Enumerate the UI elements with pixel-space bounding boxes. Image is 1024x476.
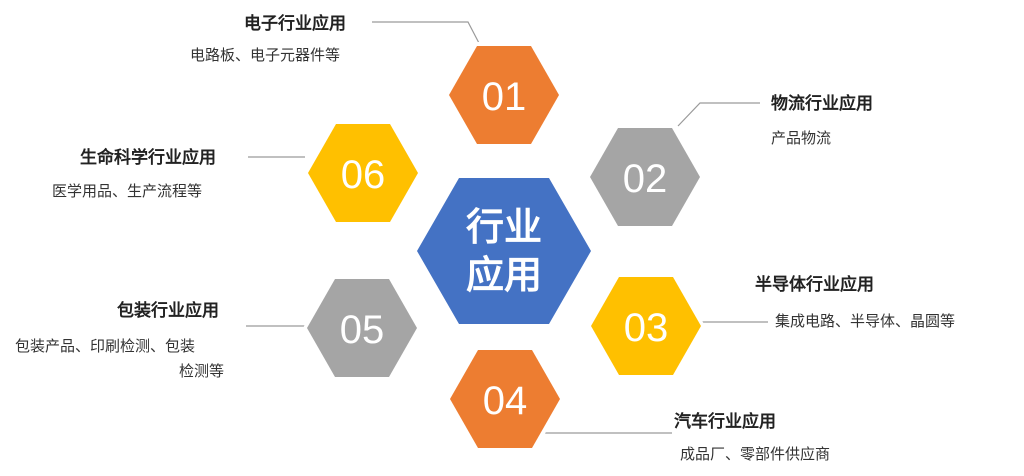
hex-03: 03 <box>587 273 705 379</box>
sector-01-desc: 电路板、电子元器件等 <box>190 46 341 64</box>
sector-02-desc: 产品物流 <box>771 129 832 147</box>
center-title-line1: 行业 <box>466 205 542 249</box>
hex-04-shape <box>450 350 560 448</box>
hex-01-number: 01 <box>482 75 527 119</box>
sector-05-desc-line1: 包装产品、印刷检测、包装 <box>15 337 196 355</box>
sector-05-title: 包装行业应用 <box>117 301 219 321</box>
connector-01 <box>372 21 481 46</box>
hex-06-shape <box>308 124 418 222</box>
sector-06-desc: 医学用品、生产流程等 <box>52 182 203 200</box>
connector-lines <box>246 21 768 434</box>
sector-06-title: 生命科学行业应用 <box>80 148 216 168</box>
hex-05: 05 <box>303 275 421 381</box>
sector-04-desc: 成品厂、零部件供应商 <box>680 445 831 463</box>
hex-02-shape <box>590 128 700 226</box>
center-hex: 行业 应用 <box>412 173 596 329</box>
sector-03-desc: 集成电路、半导体、晶圆等 <box>775 312 956 330</box>
hex-01-shape <box>449 46 559 144</box>
connector-02 <box>677 102 760 127</box>
hex-06-number: 06 <box>341 153 386 197</box>
hex-01: 01 <box>445 42 563 148</box>
hex-02-number: 02 <box>623 157 668 201</box>
sector-05-desc-line2: 检测等 <box>179 362 225 380</box>
hex-04-number: 04 <box>483 379 528 423</box>
sector-04-title: 汽车行业应用 <box>674 412 776 432</box>
hex-05-number: 05 <box>340 308 385 352</box>
sector-02-title: 物流行业应用 <box>771 94 873 114</box>
hex-02: 02 <box>586 124 704 230</box>
hex-04: 04 <box>446 346 564 452</box>
center-hex-shape <box>417 178 591 324</box>
hex-03-shape <box>591 277 701 375</box>
hex-03-number: 03 <box>624 306 669 350</box>
hex-06: 06 <box>304 120 422 226</box>
hex-05-shape <box>307 279 417 377</box>
sector-03-title: 半导体行业应用 <box>755 275 874 295</box>
center-title-line2: 应用 <box>466 253 542 297</box>
sector-01-title: 电子行业应用 <box>244 14 346 34</box>
